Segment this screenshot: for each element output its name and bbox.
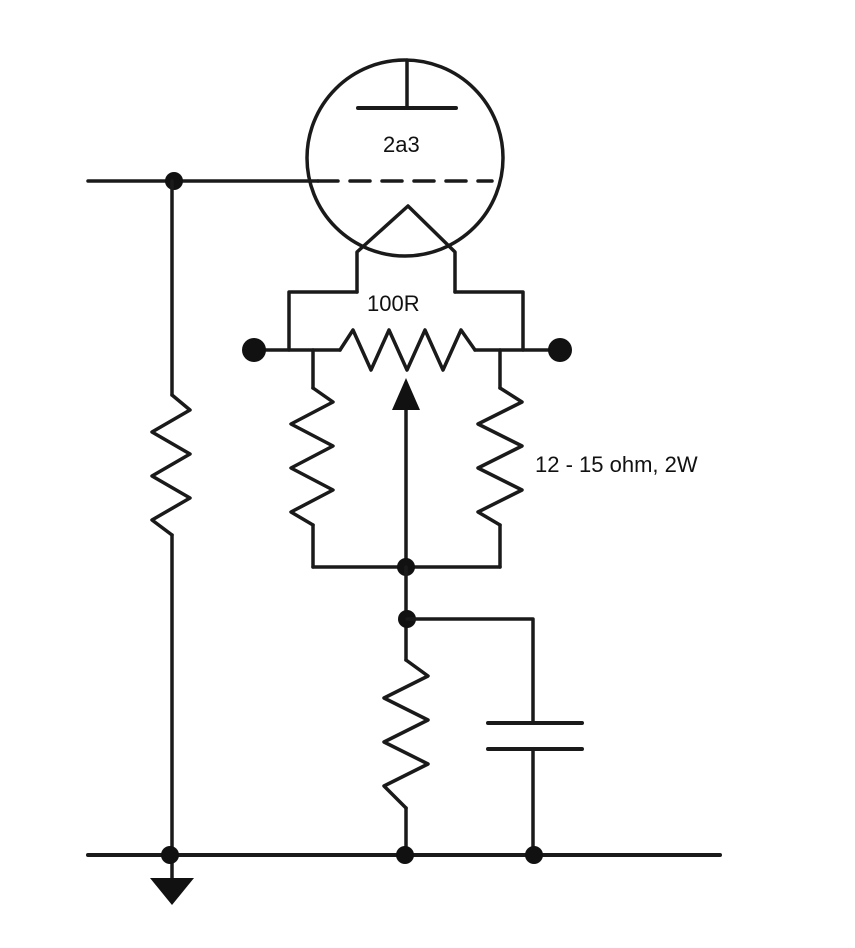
ground-node-left [161,846,179,864]
filament-lead-right [453,290,525,352]
hum-balance-potentiometer [338,328,477,372]
tube-filament [355,204,457,294]
left-balance-resistor [289,386,335,527]
tube-envelope [305,58,505,258]
ground-node-cathode [396,846,414,864]
cathode-bias-resistor [382,658,430,810]
heater-terminal-left [242,338,266,362]
ground-node-cap [525,846,543,864]
filament-lead-left [287,290,359,352]
ground-arrow-icon [150,878,194,905]
tube-label: 2a3 [383,132,420,157]
right-balance-resistor [476,386,524,527]
grid-leak-resistor [150,393,192,537]
wiper-arrow-icon [392,378,420,410]
resistor-label: 12 - 15 ohm, 2W [535,452,698,477]
heater-terminal-right [548,338,572,362]
bypass-cap-top-wire [405,617,535,725]
vacuum-tube [305,58,505,294]
pot-label: 100R [367,291,420,316]
grid-node [165,172,183,190]
